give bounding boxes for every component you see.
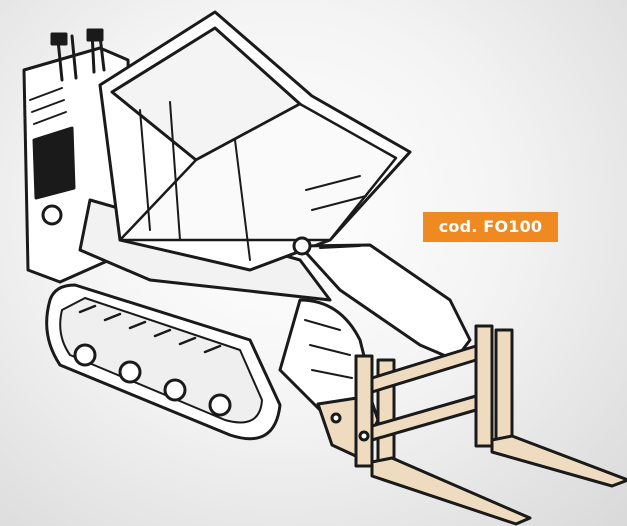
pallet-fork-icon xyxy=(316,324,627,526)
product-code-badge: cod. FO100 xyxy=(423,212,558,242)
mini-dumper-icon xyxy=(22,10,472,441)
